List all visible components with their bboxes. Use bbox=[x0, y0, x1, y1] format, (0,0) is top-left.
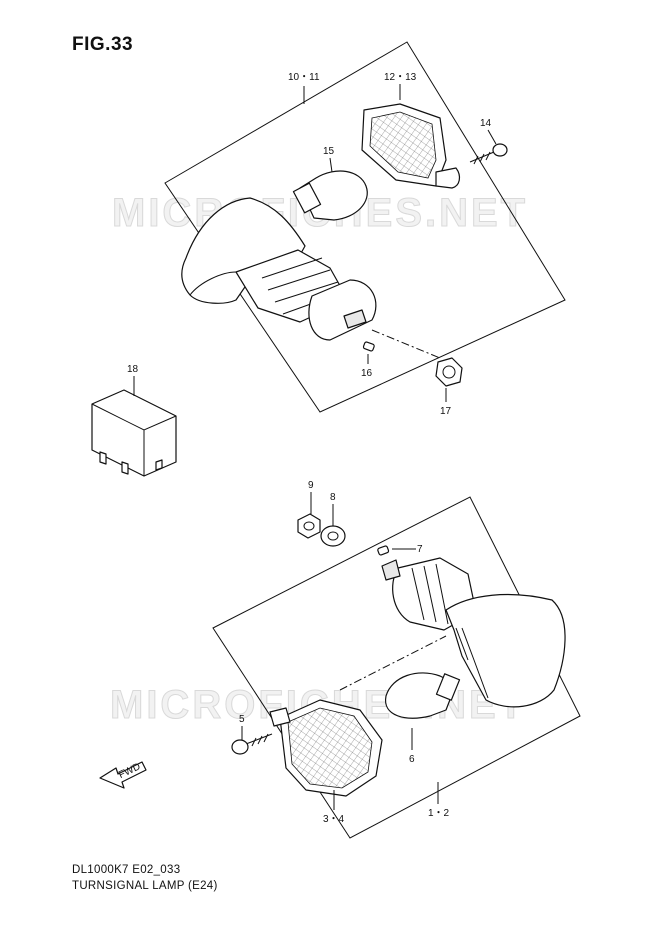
callout-5: 5 bbox=[239, 714, 245, 725]
lens-top[interactable] bbox=[361, 103, 461, 189]
lamp-housing-top[interactable] bbox=[181, 197, 377, 341]
lens-bottom[interactable] bbox=[269, 699, 383, 797]
pin-7[interactable] bbox=[377, 545, 390, 556]
screw-14[interactable] bbox=[469, 143, 508, 165]
callout-1-2: 1・2 bbox=[428, 808, 450, 819]
pin-16[interactable] bbox=[362, 341, 375, 352]
callout-10-11: 10・11 bbox=[288, 72, 320, 83]
callout-18: 18 bbox=[127, 364, 139, 375]
callout-8: 8 bbox=[330, 492, 336, 503]
bulb-bottom[interactable] bbox=[385, 672, 461, 719]
callout-15: 15 bbox=[323, 146, 335, 157]
callout-12-13: 12・13 bbox=[384, 72, 417, 83]
screw-5[interactable] bbox=[231, 733, 273, 755]
callout-9: 9 bbox=[308, 480, 314, 491]
nut-9[interactable] bbox=[297, 513, 321, 539]
callout-14: 14 bbox=[480, 118, 492, 129]
nut-17[interactable] bbox=[435, 357, 463, 387]
callout-17: 17 bbox=[440, 406, 452, 417]
model-code: DL1000K7 E02_033 bbox=[72, 864, 181, 876]
bulb-top[interactable] bbox=[292, 170, 368, 221]
figure-name: TURNSIGNAL LAMP (E24) bbox=[72, 880, 218, 892]
fwd-arrow-icon: FWD bbox=[99, 761, 147, 789]
assembly-axis-bottom bbox=[339, 635, 447, 691]
washer-8[interactable] bbox=[320, 525, 346, 547]
lamp-housing-bottom[interactable] bbox=[381, 557, 566, 708]
callout-3-4: 3・4 bbox=[323, 814, 345, 825]
leader-lines bbox=[133, 84, 497, 810]
callout-6: 6 bbox=[409, 754, 415, 765]
callout-7: 7 bbox=[417, 544, 423, 555]
top-assembly-frame bbox=[164, 41, 566, 413]
figure-title: FIG.33 bbox=[72, 34, 134, 55]
callout-16: 16 bbox=[361, 368, 373, 379]
relay-18[interactable] bbox=[91, 389, 177, 477]
assembly-axis-top bbox=[371, 329, 441, 359]
